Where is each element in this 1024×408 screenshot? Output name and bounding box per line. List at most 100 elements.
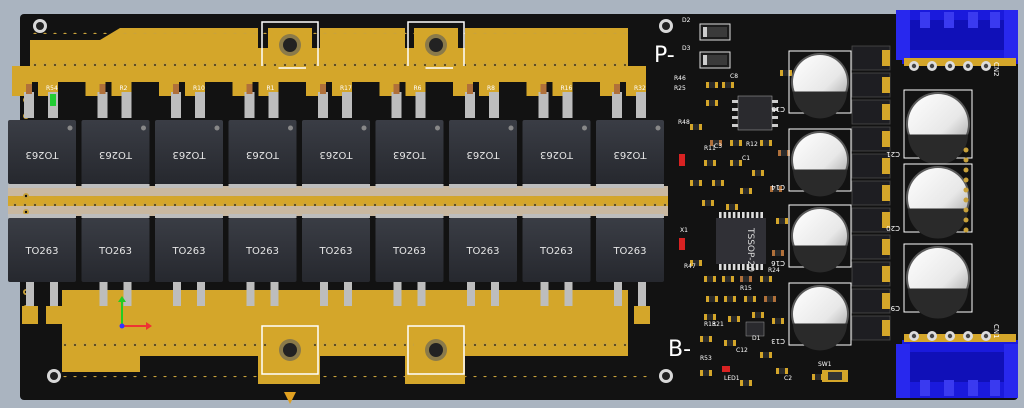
- component-label: C2: [784, 375, 792, 382]
- test-point-arrow: [284, 392, 296, 404]
- component-label: R47: [684, 263, 696, 270]
- connector-top: CN2: [896, 10, 1018, 77]
- mosfet-top: TO263: [449, 120, 517, 188]
- component-label: D3: [682, 45, 691, 52]
- mosfet-top: TO263: [302, 120, 370, 188]
- component-label: R46: [674, 75, 686, 82]
- copper-center-strip: [8, 186, 668, 216]
- tssop-ic: TSSOP-20: [716, 212, 766, 272]
- component-label: C8: [730, 73, 738, 80]
- mosfet-bottom-label: TO263: [539, 246, 573, 257]
- diodes-d2-d3: [699, 23, 731, 69]
- switch-bottom-1: [261, 325, 319, 375]
- mosfet-top: TO263: [228, 120, 297, 188]
- electrolytic-capacitor: C14: [771, 128, 852, 197]
- component-label: LED1: [724, 375, 740, 382]
- connector-bottom-label: CN1: [992, 324, 1000, 339]
- mosfet-top-label: TO263: [540, 149, 574, 160]
- top-resistor-label: R32: [634, 85, 646, 92]
- mosfet-bottom: TO263: [81, 214, 150, 282]
- component-label: D1: [752, 335, 761, 342]
- mosfet-bottom: TO263: [375, 214, 444, 282]
- component-label: R48: [678, 119, 690, 126]
- switch-top-1: [261, 21, 319, 69]
- bottom-leg-row: [22, 282, 650, 324]
- capacitor-label: C15: [771, 105, 785, 113]
- mosfet-bottom: TO263: [155, 214, 223, 282]
- mosfet-bottom: TO263: [449, 214, 517, 282]
- mosfet-bottom-label: TO263: [612, 246, 646, 257]
- connector-top-label: CN2: [992, 62, 1000, 77]
- mosfet-top-label: TO263: [319, 149, 353, 160]
- led-red-3: [722, 366, 730, 372]
- electrolytic-capacitor: C9: [891, 243, 973, 319]
- component-label: R11: [704, 145, 716, 152]
- mosfet-top: TO263: [596, 120, 664, 188]
- mounting-holes: [33, 19, 673, 383]
- component-label: C12: [736, 347, 748, 354]
- top-resistor-label: R2: [120, 85, 128, 92]
- component-label: SW1: [818, 361, 832, 368]
- small-ic-top: [732, 95, 778, 131]
- mosfet-top-label: TO263: [172, 149, 206, 160]
- component-label: R53: [700, 355, 712, 362]
- mosfet-top-label: TO263: [246, 149, 280, 160]
- component-label: R13: [704, 321, 716, 328]
- led-red-2: [679, 238, 685, 250]
- top-resistor-label: R10: [193, 85, 205, 92]
- led-green: [50, 94, 56, 106]
- electrolytic-capacitor: C20: [886, 163, 973, 239]
- mosfet-bottom-label: TO263: [465, 246, 499, 257]
- component-label: R15: [740, 285, 752, 292]
- component-label: R25: [674, 85, 686, 92]
- mosfet-bottom: TO263: [302, 214, 370, 282]
- mosfet-bottom: TO263: [522, 214, 591, 282]
- component-label: C3: [714, 143, 722, 150]
- capacitor-label: C16: [771, 259, 785, 267]
- tssop-label: TSSOP-20: [745, 227, 755, 272]
- origin-axis-icon: [118, 296, 152, 330]
- right-edge-holes: [963, 147, 969, 233]
- tactile-switches: [261, 21, 465, 375]
- mosfet-bottom-label: TO263: [245, 246, 279, 257]
- mosfet-bottom: TO263: [8, 214, 76, 282]
- component-label: R24: [768, 267, 780, 274]
- top-resistor-label: R17: [340, 85, 352, 92]
- mosfet-bottom: TO263: [228, 214, 297, 282]
- mosfet-top-label: TO263: [99, 149, 133, 160]
- connector-bottom-pins: [909, 331, 991, 341]
- mosfet-bottom-label: TO263: [24, 246, 58, 257]
- electrolytic-capacitor: C13: [771, 282, 852, 351]
- top-resistor-label: R54: [46, 85, 58, 92]
- mosfet-top: TO263: [155, 120, 223, 188]
- mosfet-top: TO263: [375, 120, 444, 188]
- mosfet-bottom-label: TO263: [171, 246, 205, 257]
- top-resistor-label: R6: [414, 85, 422, 92]
- switch-bottom-2: [407, 325, 465, 375]
- mosfet-top: TO263: [522, 120, 591, 188]
- power-mosfet-column: [851, 45, 891, 341]
- mosfet-row-top: TO263 TO263 TO263 TO263 TO263 TO263 TO263 TO263…: [8, 120, 664, 188]
- capacitor-label: C21: [886, 150, 900, 158]
- led-red-1: [679, 154, 685, 166]
- mosfet-top-label: TO263: [393, 149, 427, 160]
- copper-top: [30, 28, 630, 82]
- mosfet-top-label: TO263: [25, 149, 59, 160]
- mosfet-top: TO263: [81, 120, 150, 188]
- electrolytic-capacitor: C21: [886, 89, 973, 165]
- component-label: R21: [712, 321, 724, 328]
- top-resistor-label: R1: [267, 85, 275, 92]
- mosfet-bottom: TO263: [596, 214, 664, 282]
- smd-components: [690, 70, 848, 386]
- terminal-b-minus: B-: [668, 337, 691, 362]
- mosfet-top: TO263: [8, 120, 76, 188]
- terminal-p-minus: P-: [654, 43, 675, 68]
- component-label: D2: [682, 17, 691, 24]
- component-label: X1: [680, 227, 688, 234]
- component-label: R12: [746, 141, 758, 148]
